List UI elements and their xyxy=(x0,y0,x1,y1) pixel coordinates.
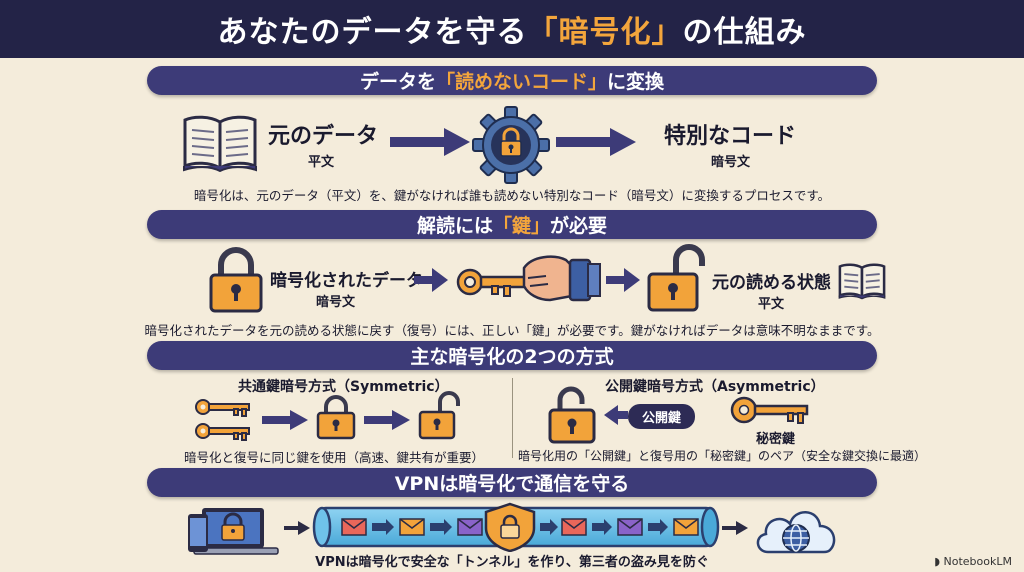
readable-state-label: 元の読める状態 xyxy=(712,273,831,293)
section-1-header-pre: データを xyxy=(359,71,436,93)
title-post: の仕組み xyxy=(682,15,807,50)
arrow-right-icon xyxy=(390,128,470,156)
arrow-right-icon xyxy=(284,521,310,535)
open-book-icon xyxy=(838,263,886,300)
page-title: あなたのデータを守る「暗号化」の仕組み xyxy=(0,0,1024,58)
unlocked-padlock-icon xyxy=(548,386,596,444)
envelope-icon xyxy=(617,518,643,536)
shield-lock-icon xyxy=(484,502,536,552)
locked-padlock-icon xyxy=(209,247,263,313)
section-2-header-pre: 解読には xyxy=(416,215,493,237)
unlocked-padlock-icon xyxy=(647,244,705,312)
section-4-caption: VPNは暗号化で安全な「トンネル」を作り、第三者の盗み見を防ぐ xyxy=(315,555,709,570)
open-book-icon xyxy=(183,115,257,172)
arrow-right-icon xyxy=(262,410,308,430)
envelope-icon xyxy=(673,518,699,536)
arrow-left-icon xyxy=(604,405,628,425)
brand-name: NotebookLM xyxy=(943,555,1012,568)
envelope-icon xyxy=(457,518,483,536)
arrow-right-icon xyxy=(722,521,748,535)
encrypted-data-label: 暗号化されたデータ xyxy=(270,271,423,291)
hand-key-icon xyxy=(456,255,601,302)
arrow-right-icon xyxy=(364,410,410,430)
arrow-right-icon xyxy=(556,128,636,156)
symmetric-title: 共通鍵暗号方式（Symmetric） xyxy=(238,379,449,395)
section-1-header: データを「読めないコード」に変換 xyxy=(147,66,877,95)
private-key-icon xyxy=(730,396,809,424)
arrow-right-icon xyxy=(414,268,448,292)
section-3-header: 主な暗号化の2つの方式 xyxy=(147,341,877,370)
section-3-divider xyxy=(512,378,513,458)
devices-icon xyxy=(188,508,279,555)
public-key-badge: 公開鍵 xyxy=(628,404,696,429)
envelope-icon xyxy=(399,518,425,536)
section-1-header-post: に変換 xyxy=(607,71,665,93)
title-pre: あなたのデータを守る xyxy=(217,15,528,50)
section-2-header-highlight: 「鍵」 xyxy=(492,215,550,237)
symmetric-caption: 暗号化と復号に同じ鍵を使用（高速、鍵共有が重要） xyxy=(184,450,485,465)
section-2-header-post: が必要 xyxy=(550,215,608,237)
section-2-caption: 暗号化されたデータを元の読める状態に戻す（復号）には、正しい「鍵」が必要です。鍵… xyxy=(144,323,880,338)
unlocked-padlock-icon xyxy=(418,391,460,440)
asymmetric-title: 公開鍵暗号方式（Asymmetric） xyxy=(605,379,825,395)
asymmetric-caption: 暗号化用の「公開鍵」と復号用の「秘密鍵」のペア（安全な鍵交換に最適） xyxy=(518,449,927,463)
locked-padlock-icon xyxy=(316,395,356,440)
gear-lock-icon xyxy=(472,106,550,184)
ciphertext-sublabel: 暗号文 xyxy=(711,155,751,170)
cloud-globe-icon xyxy=(756,511,836,554)
envelope-icon xyxy=(561,518,587,536)
envelope-icon xyxy=(341,518,367,536)
readable-state-sublabel: 平文 xyxy=(758,297,785,312)
brand-mark: ◗ NotebookLM xyxy=(934,555,1012,568)
section-2-header: 解読には「鍵」が必要 xyxy=(147,210,877,239)
plaintext-sublabel: 平文 xyxy=(308,155,335,170)
vpn-tunnel xyxy=(312,502,720,552)
section-4-header: VPNは暗号化で通信を守る xyxy=(147,468,877,497)
plaintext-label: 元のデータ xyxy=(268,124,379,149)
brand-icon: ◗ xyxy=(934,555,941,568)
title-highlight: 「暗号化」 xyxy=(527,15,683,50)
encrypted-data-sublabel: 暗号文 xyxy=(316,295,356,310)
two-keys-icon xyxy=(195,399,250,441)
arrow-right-icon xyxy=(606,268,640,292)
section-1-caption: 暗号化は、元のデータ（平文）を、鍵がなければ誰も読めない特別なコード（暗号文）に… xyxy=(193,188,831,203)
private-key-label: 秘密鍵 xyxy=(756,432,796,447)
section-1-header-highlight: 「読めないコード」 xyxy=(435,71,607,93)
ciphertext-label: 特別なコード xyxy=(664,124,797,149)
